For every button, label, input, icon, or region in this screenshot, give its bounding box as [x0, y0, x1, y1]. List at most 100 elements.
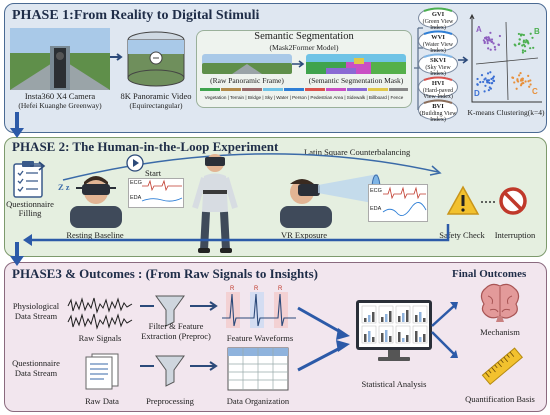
cluster-point: [493, 45, 496, 49]
cluster-point: [518, 38, 521, 41]
mini-plot-bar: [389, 336, 392, 342]
cluster-point: [516, 78, 519, 81]
mini-plot-bar: [372, 312, 375, 322]
cluster-point: [521, 44, 524, 47]
cluster-point: [526, 41, 530, 44]
cluster-point: [513, 43, 516, 46]
mini-plot-frame: [361, 325, 377, 344]
safety-label: Safety Check: [439, 230, 485, 240]
camera-sub: (Hefei Kuanghe Greenway): [18, 101, 102, 110]
prohibited-icon: [499, 187, 527, 215]
arrow-icon: [292, 60, 305, 68]
cluster-point: [487, 79, 491, 82]
cluster-point: [492, 42, 495, 45]
latin-square-arc: [62, 153, 442, 181]
filter-label-2: Extraction (Preproc): [141, 331, 211, 341]
latin-square-label: Latin Square Counterbalancing: [304, 147, 411, 157]
resting-label: Resting Baseline: [66, 230, 124, 240]
cluster-point: [491, 81, 494, 85]
raw-data-label: Raw Data: [85, 396, 119, 406]
data-org-label: Data Organization: [226, 396, 290, 406]
cluster-point: [489, 71, 492, 74]
cluster-point: [521, 49, 525, 52]
brain-icon: [480, 283, 520, 322]
video-sub: (Equirectangular): [129, 101, 183, 110]
cluster-point: [527, 74, 530, 77]
cluster-point: [483, 78, 486, 81]
cluster-point: [492, 79, 495, 82]
final-outcomes-title: Final Outcomes: [452, 268, 527, 280]
cluster-point: [487, 47, 490, 50]
cluster-point: [518, 42, 521, 45]
statistical-analysis-monitor: [356, 300, 432, 361]
panoramic-video-icon: [127, 31, 185, 87]
cluster-point: [486, 41, 489, 45]
mini-plot-bar: [389, 311, 392, 322]
mini-plot-frame: [412, 305, 428, 324]
camera-label: Insta360 X4 Camera: [24, 91, 96, 101]
interruption-label: Interruption: [494, 230, 536, 240]
stats-label: Statistical Analysis: [361, 379, 427, 389]
cluster-point: [494, 48, 497, 51]
greenway-photo: [10, 28, 110, 90]
cluster-point: [484, 84, 487, 87]
questionnaire-label: Questionnaire: [6, 199, 54, 209]
cluster-point: [519, 79, 523, 82]
cluster-point: [524, 80, 527, 83]
cluster-point: [521, 51, 524, 54]
mini-plot-bar: [372, 337, 375, 342]
ecg-label-2: ECG: [370, 188, 382, 194]
mini-plot-bar: [423, 334, 426, 342]
cluster-label: A: [476, 25, 482, 34]
vr-waveforms: [382, 186, 427, 217]
cluster-point: [511, 76, 514, 79]
preprocessing-label: Preprocessing: [146, 396, 194, 406]
vr-person-icon: [280, 179, 332, 228]
filter-funnel-icon: [140, 295, 185, 327]
cluster-point: [527, 80, 530, 83]
loop-arrow: [30, 161, 46, 171]
mini-plot-bar: [415, 315, 418, 322]
standing-person-icon: [192, 154, 238, 253]
physio-label-2: Data Stream: [14, 311, 58, 321]
cluster-point: [482, 80, 485, 84]
physio-label-1: Physiological: [12, 301, 60, 311]
cluster-point: [525, 39, 528, 42]
start-play-icon[interactable]: [126, 154, 144, 172]
cluster-point: [486, 79, 489, 82]
dotted-arrow: [481, 201, 495, 203]
cluster-point: [522, 33, 525, 37]
index-color-rims: [423, 7, 453, 104]
mini-plot-frame: [412, 325, 428, 344]
start-label: Start: [145, 168, 162, 178]
cluster-point: [489, 87, 493, 90]
mini-plot-bar: [402, 338, 405, 342]
cluster-point: [524, 41, 527, 44]
cluster-point: [498, 34, 501, 38]
cluster-point: [520, 33, 524, 36]
cluster-point: [515, 87, 518, 90]
phase3-title: PHASE3 & Outcomes : (From Raw Signals to…: [12, 266, 318, 281]
arrow-down-icon-2: [10, 242, 24, 266]
mechanism-label: Mechanism: [480, 327, 520, 337]
arrow-icon: [458, 56, 469, 64]
cluster-point: [517, 32, 520, 36]
cluster-point: [486, 72, 490, 75]
cluster-point: [483, 90, 486, 93]
mask-frame-label: (Semantic Segmentation Mask): [308, 76, 404, 85]
cluster-point: [522, 40, 525, 44]
mini-plot-frame: [378, 305, 394, 324]
cluster-point: [480, 74, 484, 77]
mini-plot-bar: [368, 315, 371, 322]
cluster-point: [485, 36, 488, 39]
vr-label: VR Exposure: [280, 230, 328, 240]
cluster-point: [529, 83, 532, 86]
seg-model: (Mask2Former Model): [269, 43, 339, 52]
cluster-point: [476, 83, 479, 86]
phase2-title: PHASE 2: The Human-in-the-Loop Experimen…: [12, 139, 279, 154]
cluster-label: D: [474, 89, 480, 98]
mini-plot-bar: [398, 332, 401, 342]
cluster-point: [529, 47, 532, 50]
seg-color-strip: [200, 88, 408, 91]
